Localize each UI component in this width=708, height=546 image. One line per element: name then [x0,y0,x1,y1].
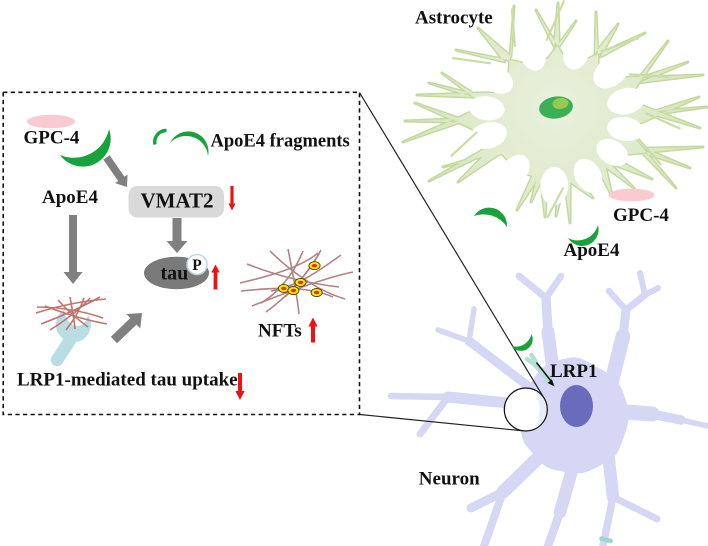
svg-text:Astrocyte: Astrocyte [415,8,493,29]
svg-text:tau: tau [161,263,189,285]
svg-text:VMAT2: VMAT2 [140,189,213,213]
svg-text:NFTs: NFTs [258,321,302,342]
svg-text:GPC-4: GPC-4 [613,205,669,226]
svg-text:GPC-4: GPC-4 [24,128,80,149]
svg-text:Neuron: Neuron [419,469,480,490]
svg-text:LRP1-mediated tau uptake: LRP1-mediated tau uptake [17,370,238,391]
svg-text:ApoE4: ApoE4 [42,187,98,208]
svg-text:P: P [192,257,202,274]
svg-text:ApoE4: ApoE4 [564,240,620,261]
svg-text:ApoE4 fragments: ApoE4 fragments [211,132,350,152]
svg-text:LRP1: LRP1 [550,361,598,382]
